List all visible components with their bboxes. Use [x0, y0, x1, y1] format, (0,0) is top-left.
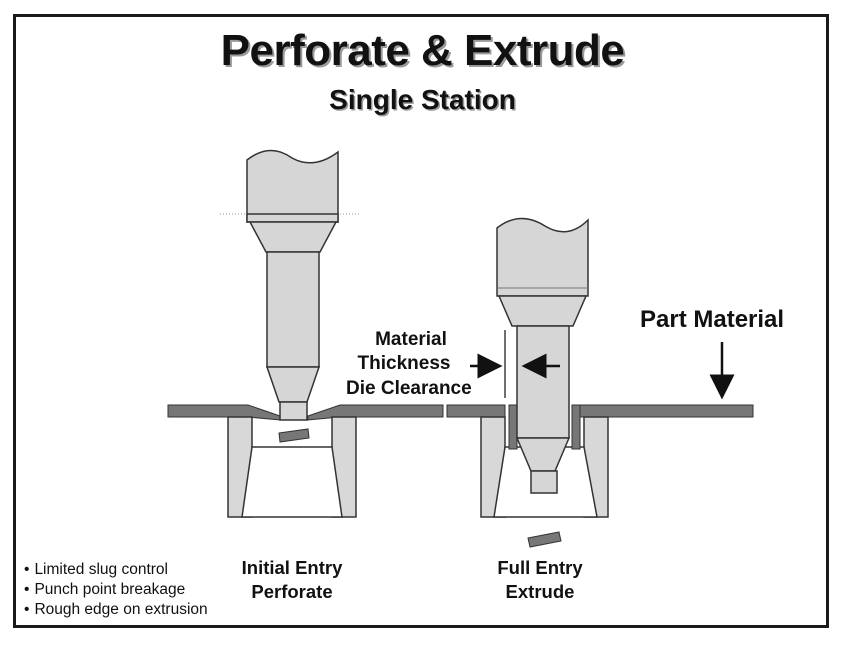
- right-slug: [527, 531, 562, 548]
- left-slug: [278, 428, 310, 443]
- note-item: Punch point breakage: [24, 580, 208, 600]
- left-punch-collar: [246, 213, 339, 223]
- initial-entry-label: Initial Entry Perforate: [228, 556, 356, 604]
- right-station: [446, 217, 754, 548]
- initial-entry-line2: Perforate: [251, 581, 333, 602]
- right-punch-taper: [497, 295, 588, 327]
- left-punch-taper: [248, 221, 338, 253]
- material-thickness-label: Material Thickness: [356, 328, 466, 376]
- full-entry-line1: Full Entry: [497, 557, 583, 578]
- diagram-title: Perforate & Extrude: [220, 26, 625, 75]
- left-punch-tip: [279, 401, 308, 421]
- part-material-label: Part Material: [640, 306, 785, 333]
- left-sheet: [167, 404, 281, 421]
- diagram-frame: [13, 14, 829, 628]
- material-thickness-line1: Material: [375, 329, 447, 350]
- notes-list: Limited slug control Punch point breakag…: [24, 560, 208, 620]
- left-station: [167, 149, 444, 518]
- right-die-block-left: [480, 416, 506, 518]
- right-punch-tip: [530, 470, 558, 494]
- die-clearance-indicator: [470, 330, 560, 398]
- diagram-subtitle: Single Station: [329, 84, 516, 115]
- die-clearance-label: Die Clearance: [346, 378, 472, 399]
- right-sheet-left: [446, 404, 506, 418]
- left-die-opening: [241, 446, 343, 518]
- extrusion-wall-right: [571, 404, 581, 450]
- full-entry-line2: Extrude: [505, 581, 575, 602]
- left-punch-point-taper: [265, 366, 321, 403]
- right-punch-body: [516, 325, 570, 439]
- material-thickness-line2: Thickness: [357, 353, 451, 374]
- initial-entry-line1: Initial Entry: [241, 557, 343, 578]
- right-sheet-right: [579, 404, 754, 418]
- note-item: Limited slug control: [24, 560, 208, 580]
- left-punch-body: [266, 251, 320, 368]
- note-item: Rough edge on extrusion: [24, 600, 207, 620]
- left-sheet-right: [307, 404, 444, 421]
- left-punch-shank: [246, 149, 339, 223]
- extrusion-wall-left: [508, 404, 518, 450]
- right-punch-shank: [496, 217, 589, 297]
- full-entry-label: Full Entry Extrude: [480, 556, 600, 604]
